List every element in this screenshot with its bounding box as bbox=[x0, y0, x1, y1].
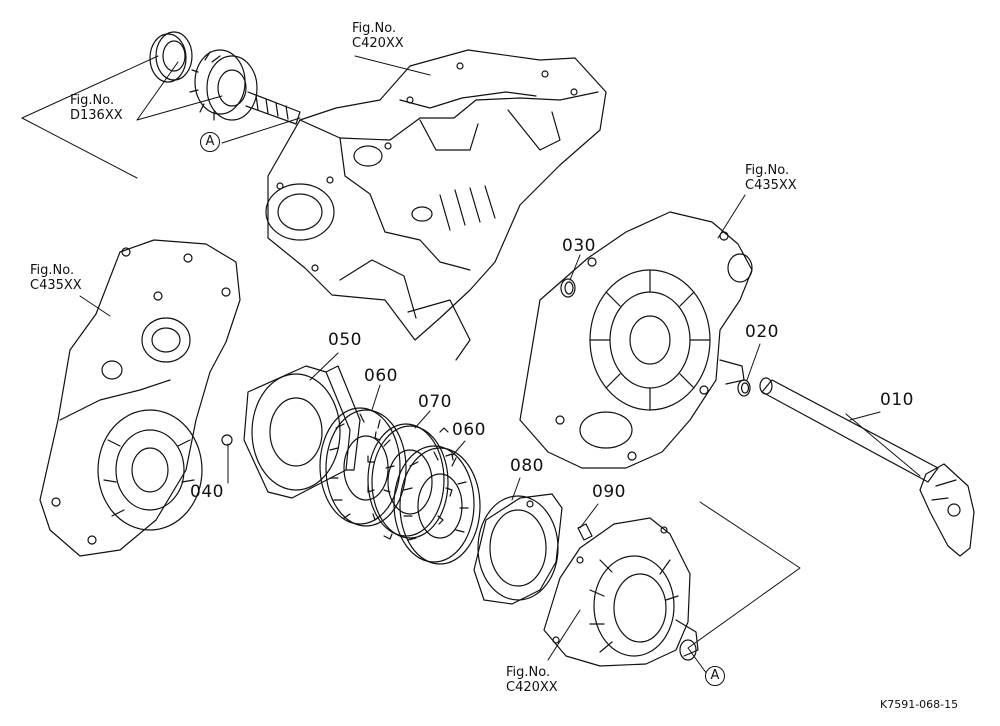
fig-ref-d136: Fig.No. D136XX bbox=[70, 94, 123, 124]
fig-ref-c435-right-line1: Fig.No. bbox=[745, 163, 790, 178]
fig-ref-c435-right-line2: C435XX bbox=[745, 178, 797, 193]
fig-ref-c435-left: Fig.No. C435XX bbox=[30, 264, 82, 294]
connector-a-bottom: A bbox=[705, 666, 725, 686]
friction-disc-060a bbox=[319, 407, 407, 527]
part-label-010: 010 bbox=[880, 390, 914, 410]
part-label-060-a: 060 bbox=[364, 366, 398, 386]
o-ring-030 bbox=[560, 278, 576, 298]
connector-a-top: A bbox=[200, 132, 220, 152]
part-label-040: 040 bbox=[190, 482, 224, 502]
fig-ref-c420-top: Fig.No. C420XX bbox=[352, 22, 404, 52]
part-label-060-b: 060 bbox=[452, 420, 486, 440]
leader-lines bbox=[21, 55, 921, 675]
fig-ref-d136-line2: D136XX bbox=[70, 108, 123, 123]
fig-ref-c420-top-line2: C420XX bbox=[352, 36, 404, 51]
drawing-code: K7591-068-15 bbox=[880, 698, 959, 711]
left-cover bbox=[39, 239, 241, 557]
fig-ref-c435-left-line2: C435XX bbox=[30, 278, 82, 293]
part-label-090: 090 bbox=[592, 482, 626, 502]
part-label-080: 080 bbox=[510, 456, 544, 476]
pin-090 bbox=[577, 523, 593, 541]
fig-ref-c435-left-line1: Fig.No. bbox=[30, 263, 75, 278]
gear-assembly bbox=[149, 31, 301, 125]
shaft-010 bbox=[759, 377, 975, 557]
right-cover bbox=[519, 211, 753, 469]
fig-ref-c435-right: Fig.No. C435XX bbox=[745, 164, 797, 194]
part-label-070: 070 bbox=[418, 392, 452, 412]
fig-ref-c420-top-line1: Fig.No. bbox=[352, 21, 397, 36]
main-housing bbox=[265, 49, 607, 361]
friction-disc-060b bbox=[393, 445, 481, 565]
fig-ref-c420-bottom-line2: C420XX bbox=[506, 680, 558, 695]
fig-ref-c420-bottom: Fig.No. C420XX bbox=[506, 666, 558, 696]
separator-plate-070 bbox=[367, 423, 454, 540]
plate-080 bbox=[473, 493, 563, 605]
fig-ref-c420-bottom-line1: Fig.No. bbox=[506, 665, 551, 680]
part-label-020: 020 bbox=[745, 322, 779, 342]
o-ring-020 bbox=[737, 379, 751, 397]
part-label-050: 050 bbox=[328, 330, 362, 350]
fig-ref-d136-line1: Fig.No. bbox=[70, 93, 115, 108]
plate-050 bbox=[243, 365, 361, 499]
part-label-030: 030 bbox=[562, 236, 596, 256]
bottom-housing bbox=[543, 517, 699, 667]
pin-040 bbox=[221, 434, 233, 446]
